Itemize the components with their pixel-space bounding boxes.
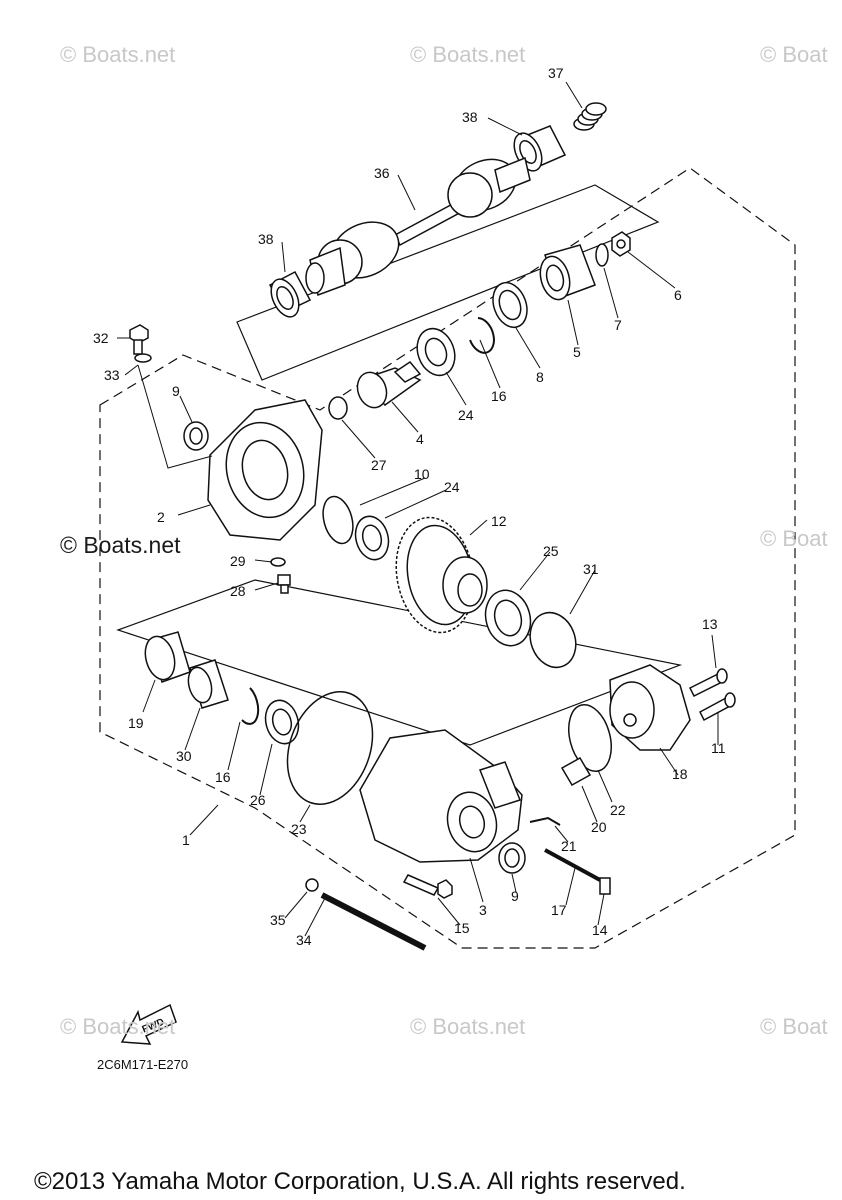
assembly-boundary [99,167,796,949]
bolt-28 [277,574,291,594]
callout-11: 11 [711,740,726,756]
clip-35 [305,878,319,892]
callout-31: 31 [583,561,599,577]
callout-13: 13 [702,616,718,632]
bearing-25 [484,589,532,647]
washer-33 [134,353,152,363]
diagram-code: 2C6M171-E270 [97,1057,189,1072]
bearing-27 [328,396,348,420]
callout-1: 1 [182,832,190,848]
watermark: © Boats.net [410,1014,526,1039]
bearing-38-lower [268,270,312,318]
pin-14 [599,877,611,895]
callout-38: 38 [258,231,274,247]
callout-8: 8 [536,369,544,385]
callout-24: 24 [444,479,460,495]
callout-7: 7 [614,317,622,333]
callout-24: 24 [458,407,474,423]
bearing-24-lower [354,515,390,561]
nut-6 [611,231,631,257]
shim-31 [529,611,577,669]
callout-16: 16 [215,769,231,785]
bearing-19 [144,631,191,683]
callout-22: 22 [610,802,626,818]
callout-18: 18 [672,766,688,782]
bolt-32 [129,324,149,355]
callout-10: 10 [414,466,430,482]
copyright-notice: ©2013 Yamaha Motor Corporation, U.S.A. A… [34,1168,686,1195]
watermark: © Boat [760,1014,828,1039]
callout-36: 36 [374,165,390,181]
oil-seal-9-upper [183,421,209,451]
callout-19: 19 [128,715,144,731]
callout-26: 26 [250,792,266,808]
sensor-20 [560,756,592,787]
callout-29: 29 [230,553,246,569]
callout-6: 6 [674,287,682,303]
bearing-30 [187,659,229,709]
callout-34: 34 [296,932,312,948]
ring-gear-12 [395,516,488,634]
collar-5 [539,244,596,301]
callout-37: 37 [548,65,564,81]
callout-4: 4 [416,431,424,447]
callout-9: 9 [511,888,519,904]
watermark: © Boats.net [60,532,181,558]
callout-30: 30 [176,748,192,764]
bearing-24-upper [416,327,456,377]
callout-5: 5 [573,344,581,360]
callout-14: 14 [592,922,608,938]
callout-33: 33 [104,367,120,383]
callout-35: 35 [270,912,286,928]
circlip-16-upper [469,317,495,354]
washer-29 [270,557,286,567]
callout-38: 38 [462,109,478,125]
callout-15: 15 [454,920,470,936]
rod-17 [544,848,601,882]
callout-23: 23 [291,821,307,837]
oil-seal-26 [264,699,300,745]
watermark: © Boats.net [60,1014,176,1039]
callout-21: 21 [561,838,577,854]
callout-20: 20 [591,819,607,835]
bolt-13 [688,668,728,698]
leader-lines [117,81,719,937]
shim-10 [322,495,354,545]
bolt-11 [699,692,736,722]
callout-27: 27 [371,457,387,473]
watermark: © Boats.net [410,42,526,67]
callout-9: 9 [172,383,180,399]
callout-2: 2 [157,509,165,525]
callout-3: 3 [479,902,487,918]
oil-seal-9-lower [498,842,526,874]
lower-group-box [116,579,683,746]
shaft-34 [320,892,427,951]
watermark: © Boat [760,42,828,67]
spring-37 [573,102,607,131]
housing-18 [609,664,691,751]
gear-case-3 [359,729,523,863]
pin-21 [529,816,561,826]
gear-case-cover-2 [207,399,323,541]
shaft-group-box [236,184,660,381]
callout-25: 25 [543,543,559,559]
callout-28: 28 [230,583,246,599]
bearing-8 [492,281,528,329]
watermark: © Boats.net [60,42,176,67]
callout-32: 32 [93,330,109,346]
callout-12: 12 [491,513,507,529]
fwd-arrow-icon: FWD [120,1003,177,1045]
o-ring-7 [595,243,609,267]
callout-16: 16 [491,388,507,404]
pinion-gear-4 [356,361,422,409]
callout-17: 17 [551,902,567,918]
bolt-15 [402,874,453,899]
circlip-16-lower [241,687,260,725]
watermark: © Boat [760,526,828,551]
o-ring-23 [286,691,374,805]
drive-shaft-36 [305,156,531,297]
